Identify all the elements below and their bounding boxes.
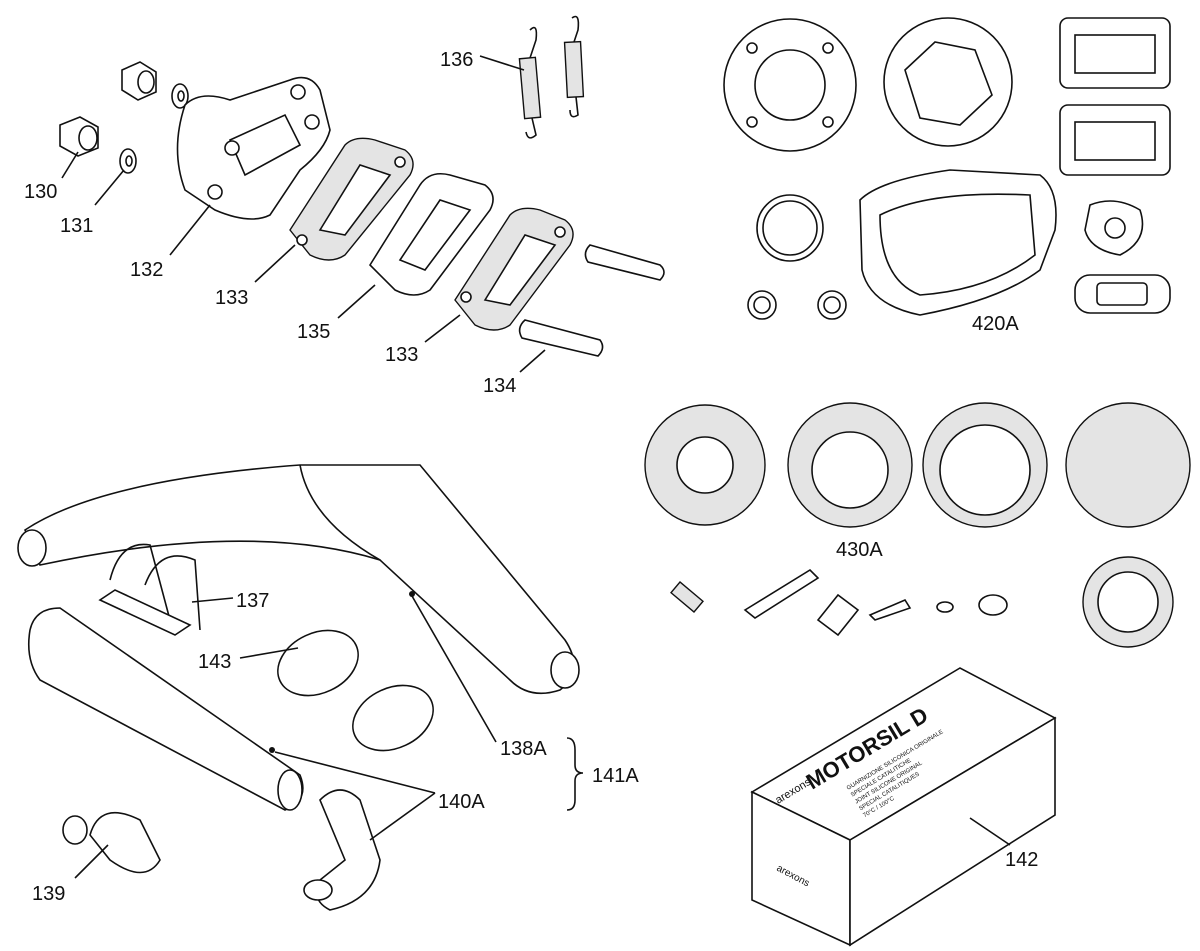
spacer-135 (368, 172, 494, 296)
label-133-a: 133 (215, 287, 248, 309)
label-141A: 141A (592, 765, 639, 787)
label-143: 143 (198, 651, 231, 673)
label-133-b: 133 (385, 344, 418, 366)
label-136: 136 (440, 49, 473, 71)
nut-130 (59, 61, 157, 157)
leader-lines (61, 55, 1011, 879)
label-137: 137 (236, 590, 269, 612)
clamp-143 (277, 629, 434, 752)
silencer-140A (27, 607, 381, 911)
washer-131 (119, 83, 189, 174)
label-138A: 138A (500, 738, 547, 760)
carburetor-kit-430A (644, 402, 1191, 648)
stud-134 (518, 244, 665, 357)
label-430A: 430A (836, 539, 883, 561)
heat-shield-139 (62, 811, 161, 874)
label-140A: 140A (438, 791, 485, 813)
label-135: 135 (297, 321, 330, 343)
label-132: 132 (130, 259, 163, 281)
gasket-133-b (454, 207, 574, 331)
gasket-set-420A (723, 17, 1171, 320)
label-142: 142 (1005, 849, 1038, 871)
manifold-132 (176, 76, 331, 220)
label-130: 130 (24, 181, 57, 203)
gasket-133-a (289, 137, 414, 261)
exhaust-138A (17, 464, 580, 695)
label-134: 134 (483, 375, 516, 397)
label-420A: 420A (972, 313, 1019, 335)
label-139: 139 (32, 883, 65, 905)
spring-136 (518, 15, 585, 139)
bracket-137 (98, 543, 201, 636)
label-131: 131 (60, 215, 93, 237)
motorsil-box-142 (750, 667, 1057, 947)
